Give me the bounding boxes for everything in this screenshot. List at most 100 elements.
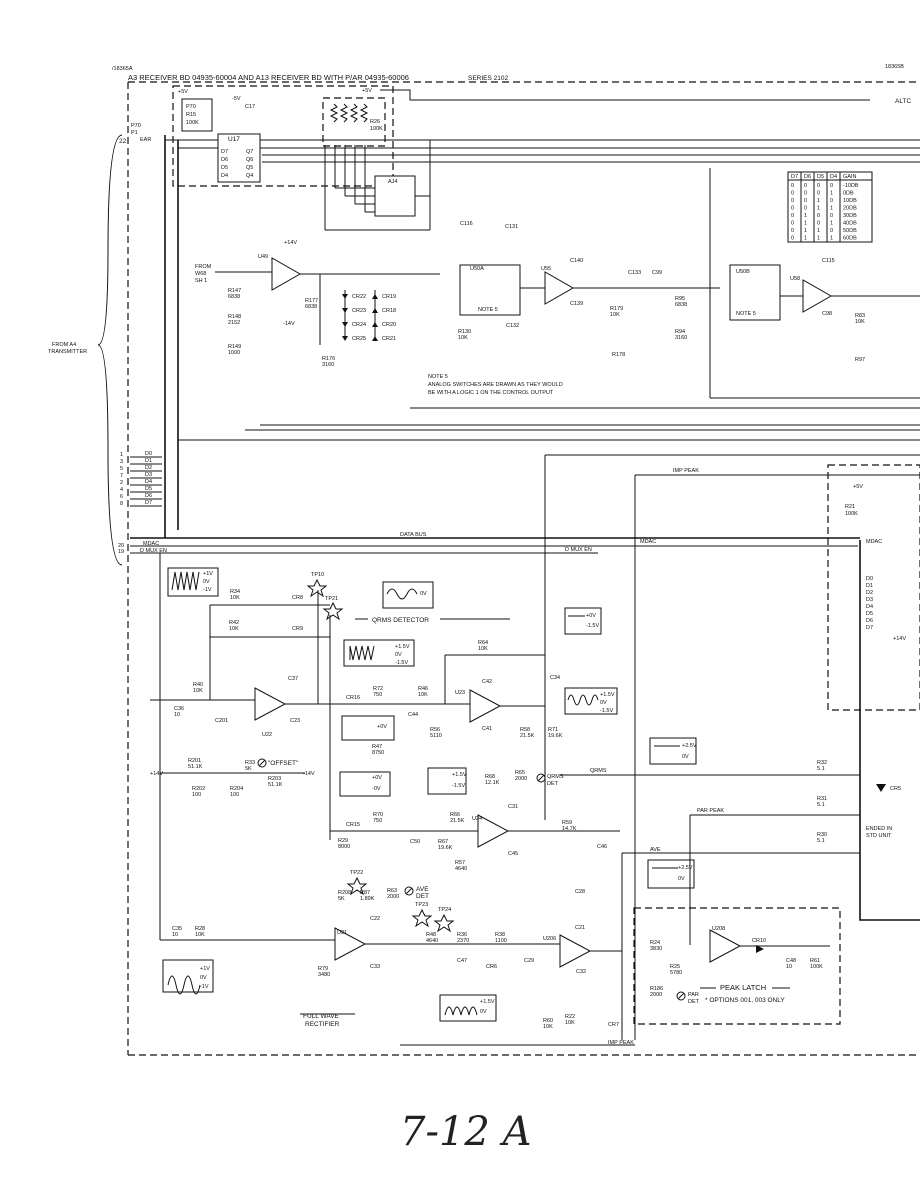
r71-value: 19.6K	[548, 733, 563, 739]
r48-value: 4640	[426, 938, 438, 944]
waveform-box-3: +0V -1.5V	[564, 607, 602, 635]
c29-label: C29	[524, 958, 534, 964]
r70-value: 750	[373, 818, 382, 824]
right-sub-board	[827, 464, 920, 711]
svg-text:4: 4	[120, 487, 123, 493]
note5-line1: ANALOG SWITCHES ARE DRAWN AS THEY WOULD	[428, 382, 563, 388]
r64-label: R64	[478, 640, 488, 646]
r15-resistor-box	[181, 98, 213, 132]
r34-value: 10K	[230, 595, 240, 601]
r68-label: R68	[485, 774, 495, 780]
r31-label: R31	[817, 796, 827, 802]
d-mux-en-bus-label: D MUX EN	[565, 547, 592, 553]
r26-plus5: +5V	[362, 88, 372, 94]
u49-opamp	[271, 257, 302, 291]
cr16-label: CR16	[346, 695, 360, 701]
cr15-label: CR15	[346, 822, 360, 828]
c35-value: 10	[172, 932, 178, 938]
gain-table-cell: 10DB	[843, 198, 857, 204]
svg-text:-1.5V: -1.5V	[600, 708, 613, 714]
gain-table-cell: 0	[791, 206, 794, 212]
r61-label: R61	[810, 958, 820, 964]
ave-trim-slot	[405, 887, 413, 895]
tp24-star	[433, 913, 455, 933]
gain-table-cell: 0	[791, 183, 794, 189]
svg-text:0V: 0V	[203, 579, 210, 585]
mdac-right-label: MDAC	[866, 539, 882, 545]
r148-value: 2152	[228, 320, 240, 326]
tp22-label: TP22	[350, 870, 363, 876]
r147-value: 6838	[228, 294, 240, 300]
r204-value: 100	[230, 792, 239, 798]
r178-label: R178	[612, 352, 625, 358]
gain-table-cell: 0	[817, 221, 820, 227]
imp-peak-bottom-label: IMP PEAK	[608, 1040, 634, 1046]
c36-label: C36	[174, 706, 184, 712]
svg-text:0V: 0V	[480, 1009, 487, 1015]
gain-table-header: D7	[791, 174, 798, 180]
svg-text:1: 1	[120, 452, 123, 458]
r21-value: 100K	[845, 511, 858, 517]
svg-text:+1.5V: +1.5V	[395, 644, 410, 650]
gain-table-cell: 40DB	[843, 221, 857, 227]
c22-label: C22	[370, 916, 380, 922]
gain-table-cell: 30DB	[843, 213, 857, 219]
r202-value: 100	[192, 792, 201, 798]
r63-label: R63	[387, 888, 397, 894]
r47-value: 8750	[372, 750, 384, 756]
svg-text:0V: 0V	[395, 652, 402, 658]
d-mux-en-label: D MUX EN	[140, 548, 167, 554]
svg-text:D7: D7	[145, 500, 152, 506]
minus5-label: -5V	[232, 96, 241, 102]
par-peak-label: PAR PEAK	[697, 808, 724, 814]
svg-text:+0V: +0V	[377, 724, 387, 730]
r68-value: 12.1K	[485, 780, 500, 786]
qrms-trim-slot	[537, 774, 545, 782]
svg-text:D6: D6	[145, 493, 152, 499]
svg-text:D6: D6	[866, 618, 873, 624]
c46-label: C46	[597, 844, 607, 850]
r40-label: R40	[193, 682, 203, 688]
svg-text:CR23: CR23	[352, 308, 366, 314]
svg-text:+1V: +1V	[203, 571, 213, 577]
r57-label: R57	[455, 860, 465, 866]
r186-label: R186	[650, 986, 663, 992]
tp22-star	[346, 876, 368, 896]
ave-det-label-2: DET	[416, 893, 429, 900]
svg-text:-0V: -0V	[372, 786, 381, 792]
r25-value: 5780	[670, 970, 682, 976]
u55-opamp	[544, 271, 575, 305]
gain-table-cell: 1	[817, 236, 820, 242]
svg-text:D3: D3	[866, 597, 873, 603]
r29-value: 8000	[338, 844, 350, 850]
offset-plus14: +14V	[150, 771, 163, 777]
svg-text:CR18: CR18	[382, 308, 396, 314]
c116-label: C116	[460, 221, 473, 227]
r95-label: R95	[675, 296, 685, 302]
from-w68-label-3: SH 1	[195, 278, 207, 284]
par-det-label-1: PAR	[688, 992, 699, 998]
p70-label: P70	[131, 123, 141, 129]
r32-label: R32	[817, 760, 827, 766]
u58-label: U58	[790, 276, 800, 282]
c139-label: C139	[570, 301, 583, 307]
r47-label: R47	[372, 744, 382, 750]
r36-value: 2370	[457, 938, 469, 944]
r33-label: R33	[245, 760, 255, 766]
r48-label: R48	[426, 932, 436, 938]
r94-label: R94	[675, 329, 685, 335]
u17-label: U17	[228, 136, 240, 143]
sheet-title: A3 RECEIVER BD 04935-60004 AND A13 RECEI…	[128, 73, 409, 82]
peak-latch-label: PEAK LATCH	[720, 983, 766, 992]
svg-text:5: 5	[120, 466, 123, 472]
u208-opamp	[709, 929, 742, 963]
r26-resistors	[329, 103, 369, 123]
alc-line	[380, 89, 870, 101]
svg-text:-1.5V: -1.5V	[452, 783, 465, 789]
u50b-switch	[729, 264, 781, 321]
svg-text:Q6: Q6	[246, 157, 253, 163]
c48-value: 10	[786, 964, 792, 970]
r42-label: R42	[229, 620, 239, 626]
alc-label: ALTC	[895, 98, 911, 105]
waveform-box-10: +2.5V 0V	[647, 859, 695, 889]
